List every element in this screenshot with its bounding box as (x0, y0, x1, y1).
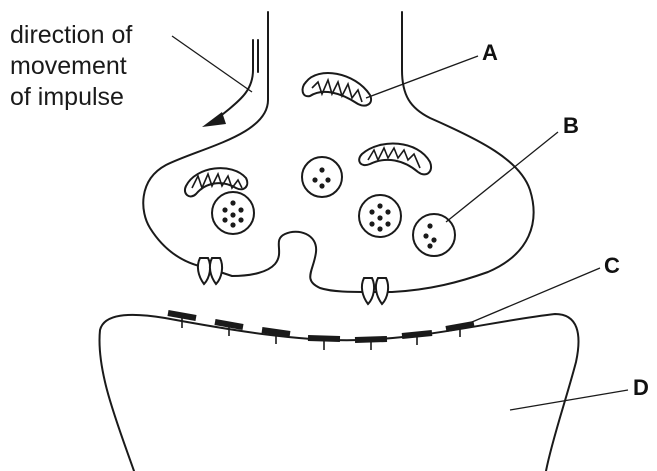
label-a: A (482, 40, 498, 66)
label-d: D (633, 375, 649, 401)
caption-line-2: movement (10, 51, 132, 82)
impulse-arrowhead (202, 112, 226, 127)
caption-leader-line (172, 36, 252, 92)
label-c: C (604, 253, 620, 279)
leader-line-a (366, 56, 478, 98)
vesicle-left (212, 192, 254, 234)
label-b: B (563, 113, 579, 139)
impulse-arrow-shaft (218, 40, 253, 118)
receptor-row (168, 313, 474, 350)
vesicle-right (359, 195, 401, 237)
caption-line-3: of impulse (10, 82, 132, 113)
mitochondrion-a (303, 73, 372, 106)
impulse-direction-caption: direction of movement of impulse (10, 20, 132, 113)
leader-line-c (472, 268, 600, 322)
mitochondrion-top-right (359, 144, 431, 175)
vesicle-center (302, 157, 342, 197)
caption-line-1: direction of (10, 20, 132, 51)
channel-protein-left (198, 258, 222, 284)
leader-line-d (510, 390, 628, 410)
leader-line-b (446, 132, 558, 222)
presynaptic-terminal-outline (143, 12, 533, 292)
